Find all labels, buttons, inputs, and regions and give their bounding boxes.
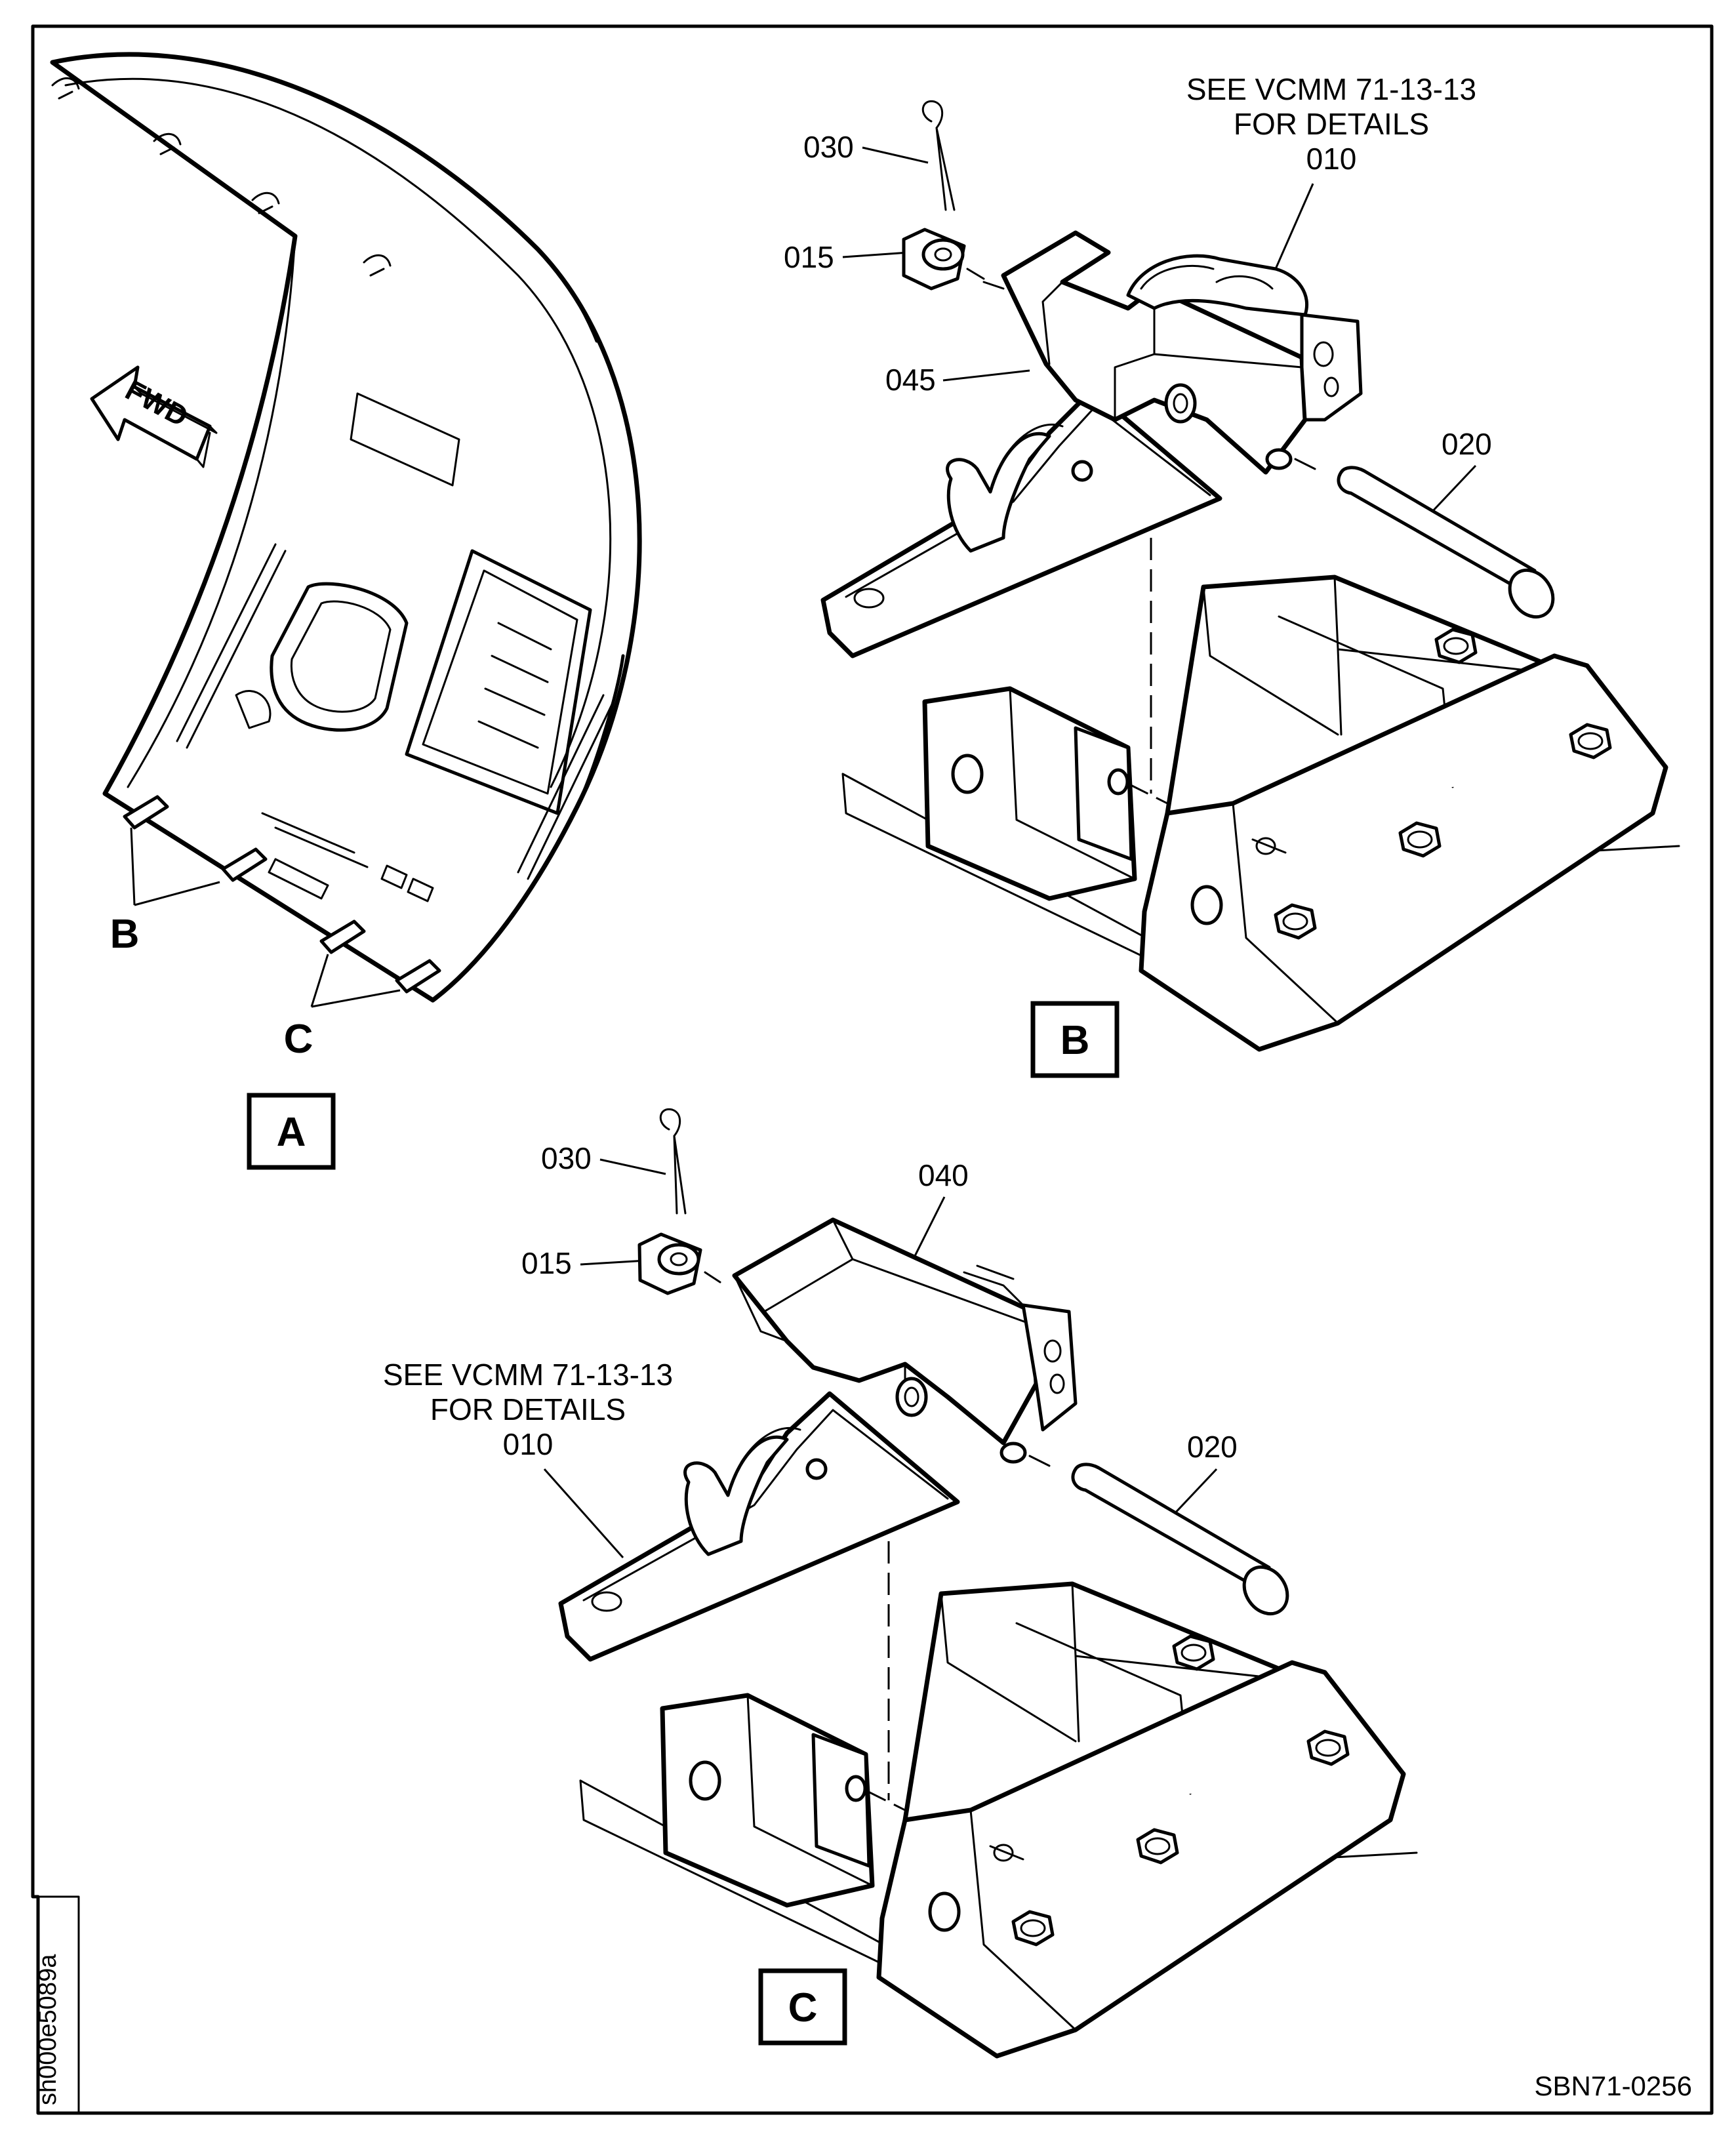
view-c-nut — [1136, 1828, 1179, 1865]
view-b-label-box — [1030, 1001, 1120, 1078]
hinge-fitting — [363, 254, 392, 277]
view-b-part-030: 030 — [803, 130, 854, 164]
view-c-part-030: 030 — [541, 1141, 592, 1175]
view-b-latch-assembly — [820, 230, 1363, 658]
view-b-nut — [1434, 628, 1478, 664]
view-c-note-line1: SEE VCMM 71-13-13 — [383, 1358, 673, 1392]
view-b-mounting-fitting — [841, 575, 1680, 1052]
louver-panel — [405, 549, 592, 815]
hinge-fitting — [153, 132, 182, 155]
view-b-pin — [1294, 458, 1555, 619]
hinge-fitting — [51, 77, 80, 100]
view-b-washer — [902, 228, 966, 291]
view-c-part-015: 015 — [521, 1246, 572, 1280]
view-c-label: C — [788, 1985, 818, 2030]
support-strut — [176, 543, 287, 749]
view-b-part-020: 020 — [1442, 427, 1492, 461]
view-c-part-020: 020 — [1187, 1430, 1238, 1464]
view-b-cotter-pin — [921, 100, 956, 211]
callout-c-leader — [310, 954, 401, 1008]
view-a: FWD B C A — [50, 52, 642, 1170]
view-a-label-box — [247, 1093, 336, 1170]
view-c-part-010: 010 — [503, 1427, 554, 1461]
view-c-part-040: 040 — [918, 1158, 969, 1192]
view-c-nut — [1011, 1910, 1055, 1947]
view-c-latch-assembly — [558, 1217, 1078, 1662]
latch-hook-b1 — [123, 795, 169, 830]
view-b-nut — [1569, 723, 1612, 759]
access-door — [270, 582, 409, 732]
view-c-hook — [683, 1435, 789, 1556]
latch-hook-c2 — [395, 959, 441, 994]
view-c-washer — [637, 1232, 702, 1295]
view-b-part-045: 045 — [885, 363, 936, 397]
latch-hook-b2 — [221, 847, 268, 882]
view-b-part-010: 010 — [1306, 142, 1357, 176]
hinge-fitting — [251, 192, 280, 214]
view-c-pin — [1028, 1455, 1289, 1616]
cowl-panel — [50, 52, 642, 1003]
view-a-label: A — [277, 1110, 306, 1155]
sheet-reference: SBN71-0256 — [1535, 2070, 1693, 2101]
view-c-note-line2: FOR DETAILS — [430, 1392, 626, 1426]
view-b-note-line2: FOR DETAILS — [1234, 107, 1429, 141]
view-b-label: B — [1060, 1018, 1090, 1063]
view-c: 030 015 040 SEE VCMM 71-13-13 FOR DETAIL… — [383, 1108, 1418, 2059]
support-strut — [517, 694, 615, 880]
view-c-housing — [732, 1217, 1039, 1445]
view-c-label-box — [758, 1968, 847, 2046]
callout-b-leader — [130, 827, 220, 906]
fwd-arrow: FWD — [90, 365, 218, 468]
callout-c-label: C — [284, 1017, 313, 1062]
view-b-part-015: 015 — [784, 240, 834, 274]
view-b-note-line1: SEE VCMM 71-13-13 — [1186, 72, 1476, 106]
view-c-nut — [1306, 1729, 1350, 1766]
view-c-nut — [1172, 1634, 1215, 1671]
view-c-cotter-pin — [659, 1108, 687, 1215]
panel-placard — [350, 392, 460, 487]
latch-hook-c1 — [319, 919, 366, 954]
drawing-id: sh000e5089a — [34, 1954, 62, 2105]
view-b-hook — [946, 432, 1051, 553]
view-b-nut — [1398, 821, 1442, 858]
view-b: SEE VCMM 71-13-13 FOR DETAILS 010 030 01… — [784, 72, 1680, 1078]
view-b-nut — [1274, 903, 1317, 940]
side-tab — [31, 1895, 80, 2114]
view-c-mounting-fitting — [579, 1581, 1418, 2059]
callout-b-label: B — [110, 912, 140, 957]
